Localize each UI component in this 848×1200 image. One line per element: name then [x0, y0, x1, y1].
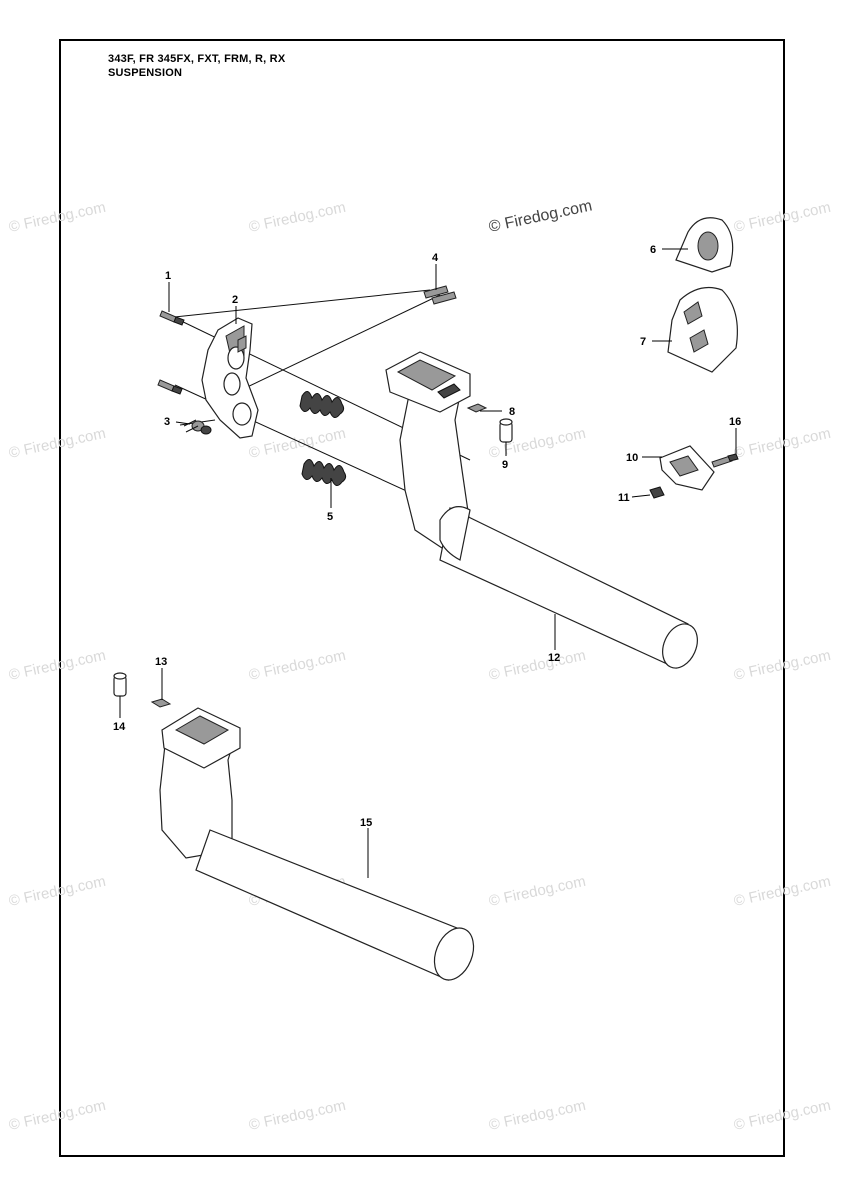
watermark: © Firedog.com: [247, 1097, 347, 1134]
watermark: © Firedog.com: [7, 647, 107, 684]
part-screw-1: [157, 310, 185, 395]
watermark: © Firedog.com: [732, 425, 832, 462]
watermark: © Firedog.com: [487, 647, 587, 684]
watermark: © Firedog.com: [732, 1097, 832, 1134]
callout-11: 11: [618, 492, 630, 504]
callout-10: 10: [626, 452, 638, 464]
callout-5: 5: [327, 511, 333, 523]
watermark: © Firedog.com: [7, 873, 107, 910]
part-rods-4: [423, 285, 457, 305]
callout-16: 16: [729, 416, 741, 428]
part-nut-8: [466, 403, 488, 413]
callout-12: 12: [548, 652, 560, 664]
part-clip-6: [675, 217, 734, 273]
callout-3: 3: [164, 416, 170, 428]
callout-8: 8: [509, 406, 515, 418]
watermark: © Firedog.com: [7, 199, 107, 236]
callout-2: 2: [232, 294, 238, 306]
part-nut-11: [649, 486, 665, 499]
part-springs-5: [299, 391, 347, 486]
watermark: © Firedog.com: [247, 425, 347, 462]
watermark: © Firedog.com: [247, 647, 347, 684]
part-clamp-7: [667, 287, 738, 373]
main-watermark: © Firedog.com: [487, 197, 593, 235]
callout-14: 14: [113, 721, 126, 733]
model-title: 343F, FR 345FX, FXT, FRM, R, RX: [108, 53, 286, 65]
leader-lines: [119, 248, 737, 878]
callout-4: 4: [432, 252, 439, 264]
part-bracket-10: [659, 445, 715, 491]
section-title: SUSPENSION: [108, 67, 183, 79]
part-sleeve-9: [499, 418, 513, 443]
watermark: © Firedog.com: [247, 199, 347, 236]
watermark: © Firedog.com: [732, 199, 832, 236]
callout-6: 6: [650, 244, 656, 256]
part-handle-12: [385, 351, 698, 669]
watermark: © Firedog.com: [7, 1097, 107, 1134]
part-sleeve-14: [113, 672, 127, 697]
watermark: © Firedog.com: [732, 873, 832, 910]
callout-1: 1: [165, 270, 171, 282]
part-handle-15: [159, 707, 475, 981]
watermark: © Firedog.com: [732, 647, 832, 684]
watermark: © Firedog.com: [487, 873, 587, 910]
part-nut-3: [183, 419, 212, 435]
callout-13: 13: [155, 656, 167, 668]
part-bracket-2: [201, 317, 259, 439]
watermark: © Firedog.com: [7, 425, 107, 462]
watermark: © Firedog.com: [487, 1097, 587, 1134]
callout-numbers: 1 2 3 4 5 6 7 8 9 10 11 12 13 14 15 16: [113, 244, 741, 829]
callout-9: 9: [502, 459, 508, 471]
callout-15: 15: [360, 817, 372, 829]
callout-7: 7: [640, 336, 646, 348]
part-screw-16: [711, 453, 739, 468]
part-nut-13: [150, 698, 172, 708]
drawing-frame: [59, 39, 785, 1157]
